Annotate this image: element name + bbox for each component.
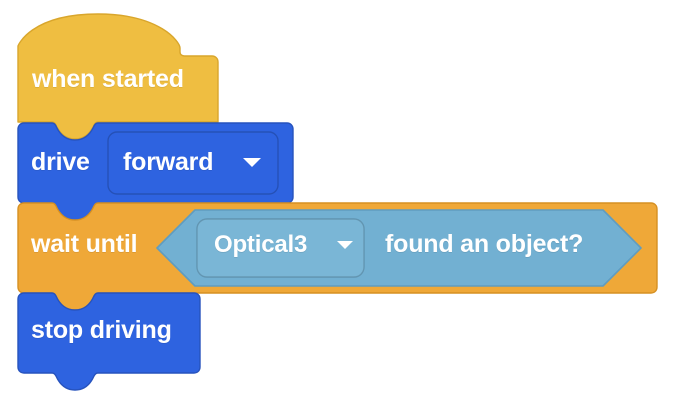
- direction-dropdown[interactable]: [108, 132, 278, 194]
- sensor-dropdown[interactable]: [197, 219, 364, 275]
- stop-driving-block-shape[interactable]: [17, 292, 201, 391]
- stop-driving-block[interactable]: [18, 293, 200, 373]
- direction-dropdown-field[interactable]: [107, 131, 279, 195]
- when-started-block[interactable]: [18, 14, 218, 122]
- hat-block-shape[interactable]: [17, 13, 219, 140]
- sensor-dropdown-field[interactable]: [196, 218, 365, 278]
